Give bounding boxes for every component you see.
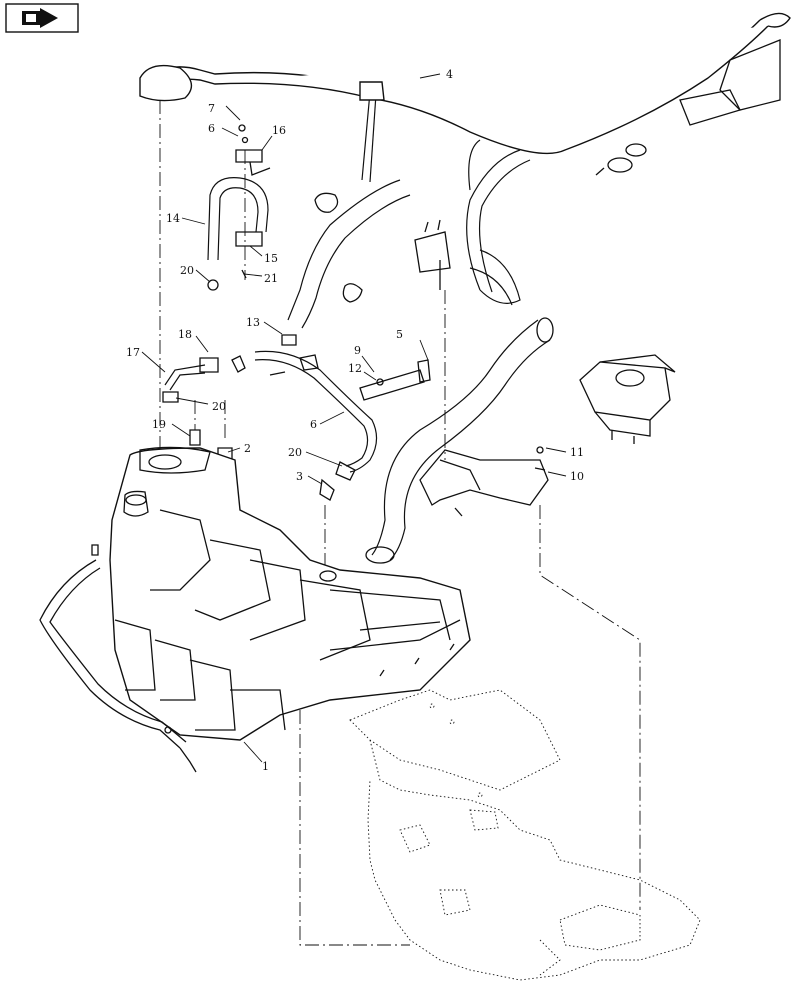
callout-20-top: 20 [180,264,194,277]
next-page-arrow-icon[interactable] [5,3,79,33]
wiring-harness [139,12,791,306]
callout-14: 14 [166,212,180,225]
callout-9: 9 [354,344,361,357]
callout-12: 12 [348,362,362,375]
filler-housing [579,354,676,444]
frame-outline [349,689,701,981]
callout-13: 13 [246,316,260,329]
small-hose-assembly [207,124,271,291]
vent-hose [287,179,554,564]
callout-15: 15 [264,252,278,265]
fuel-tank [109,446,471,741]
hose-clamp [314,192,363,303]
callout-6-text: 6 [310,418,317,431]
callout-2: 2 [244,442,251,455]
callout-3: 3 [296,470,303,483]
callout-4: 4 [446,68,453,81]
callout-10: 10 [570,470,584,483]
callout-19: 19 [152,418,166,431]
tank-strap [39,544,197,773]
callout-7: 6 [208,122,215,135]
callout-11: 11 [570,446,584,459]
callout-20-low: 20 [288,446,302,459]
callout-5: 5 [396,328,403,341]
callout-18: 18 [178,328,192,341]
callout-8: 7 [208,102,215,115]
callout-16: 16 [272,124,286,137]
callout-17: 17 [126,346,140,359]
leader-lines [141,73,567,763]
callout-21: 21 [264,272,278,285]
callout-20-mid: 20 [212,400,226,413]
fuel-line-fittings [162,334,378,501]
bracket-hardware [359,359,431,401]
mounting-bracket [419,446,549,517]
callout-1: 1 [262,760,269,773]
callout-labels: 4 7 6 16 14 15 20 21 13 5 18 9 17 12 20 … [126,68,584,773]
